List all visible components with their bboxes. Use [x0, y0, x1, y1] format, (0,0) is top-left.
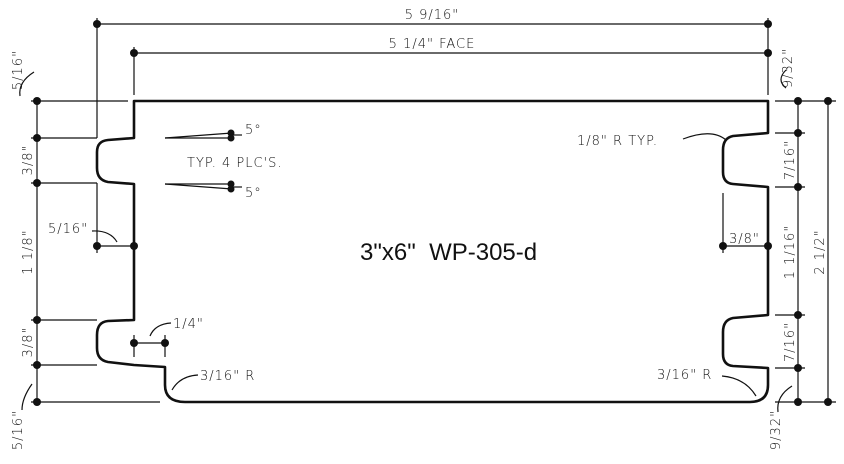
left-middle-label: 1 1/8" — [21, 229, 36, 274]
left-bottom-offset-label: 5/16" — [11, 410, 26, 450]
bottom-step-dimension: 1/4" 3/16" R — [130, 317, 255, 391]
bottom-right-radius-label: 3/16" R — [657, 368, 712, 383]
radius-notes: 1/8" R TYP. 3/16" R — [577, 133, 757, 397]
angle-top-label: 5° — [245, 123, 262, 138]
angle-note-label: TYP. 4 PLC'S. — [187, 156, 282, 171]
right-groove-depth-dimension: 3/8" — [719, 193, 772, 253]
groove-radius-label: 1/8" R TYP. — [577, 134, 658, 149]
left-top-offset-label: 5/16" — [11, 50, 26, 90]
left-groove-top-label: 3/8" — [21, 145, 36, 176]
bottom-left-radius-label: 3/16" R — [200, 369, 255, 384]
overall-height-label: 2 1/2" — [813, 229, 828, 274]
right-groove-bottom-label: 7/16" — [783, 322, 798, 362]
part-title: 3"x6" WP-305-d — [360, 239, 537, 266]
profile-outline — [95, 99, 770, 404]
angle-bottom-label: 5° — [245, 186, 262, 201]
right-groove-depth-label: 3/8" — [729, 232, 760, 247]
left-groove-depth-dimension: 5/16" — [48, 183, 138, 253]
left-groove-depth-label: 5/16" — [48, 222, 88, 237]
left-dimension-chain: 5/16" 3/8" 1 1/8" 3/8" 5/16" — [11, 50, 160, 450]
right-middle-label: 1 1/16" — [783, 225, 798, 280]
overall-width-dimension: 5 9/16" — [93, 8, 772, 138]
right-top-offset-label: 9/32" — [781, 48, 796, 88]
right-dimension-chain: 9/32" 7/16" 1 1/16" 7/16" 9/32" 2 1/2" — [769, 48, 836, 450]
face-width-dimension: 5 1/4" FACE — [130, 37, 772, 95]
bottom-step-label: 1/4" — [173, 317, 204, 332]
face-width-label: 5 1/4" FACE — [389, 37, 476, 52]
right-bottom-offset-label: 9/32" — [769, 410, 784, 450]
left-groove-bottom-label: 3/8" — [21, 327, 36, 358]
overall-width-label: 5 9/16" — [405, 8, 460, 23]
angle-notes: 5° TYP. 4 PLC'S. 5° — [164, 123, 282, 201]
right-groove-top-label: 7/16" — [783, 140, 798, 180]
